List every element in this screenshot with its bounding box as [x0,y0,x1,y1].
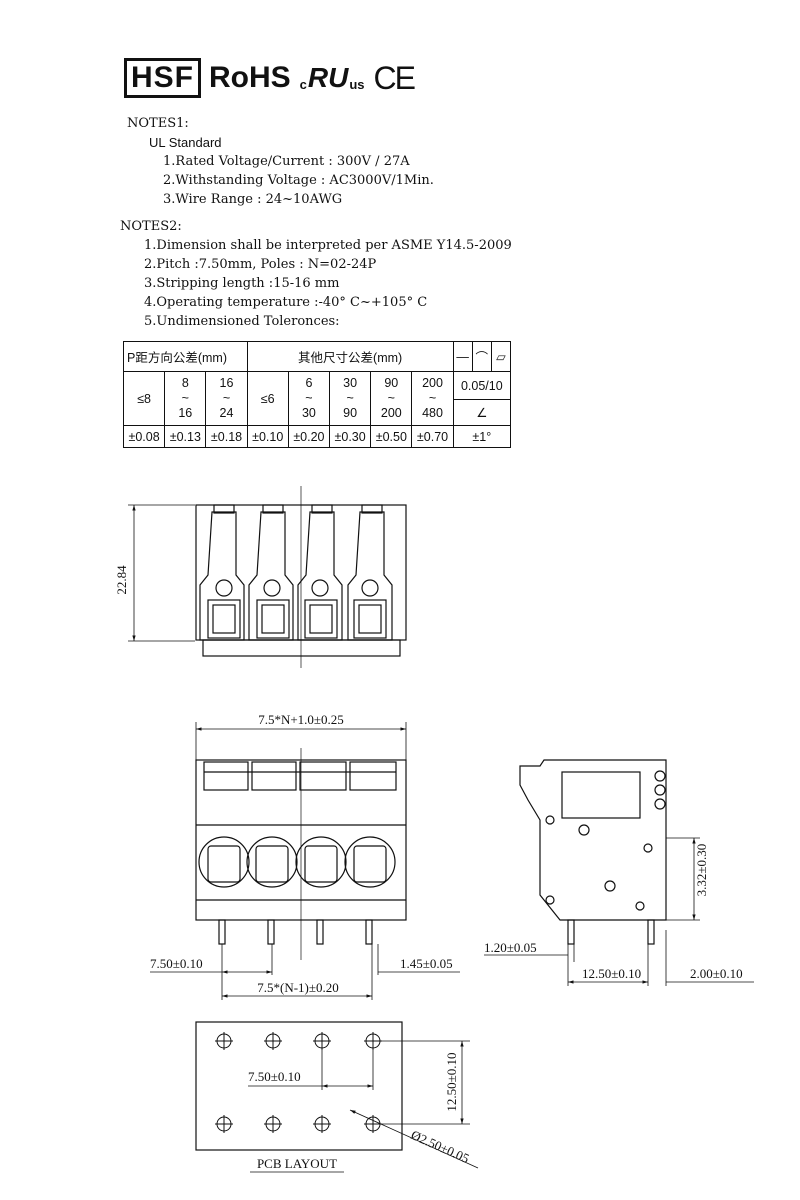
table-header-p: P距方向公差(mm) [123,341,248,372]
pcb-layout [195,1021,479,1173]
notes1-item: 2.Withstanding Voltage : AC3000V/1Min. [163,173,434,188]
tolerance-value: ±0.30 [329,425,372,448]
dim-pin-offset: 1.45±0.05 [400,956,453,971]
dim-height: 22.84 [114,565,129,595]
front-view [150,722,460,1000]
dim-pcb-hole: Ø2.50±0.05 [409,1127,472,1166]
tolerance-value: ±0.18 [205,425,248,448]
straightness-symbol: — [452,341,473,372]
range-cell: ≤8 [122,371,166,426]
notes2-heading: NOTES2: [120,219,182,234]
notes1-heading: NOTES1: [127,116,189,131]
notes2: NOTES2: 1.Dimension shall be interpreted… [120,217,512,331]
top-view [128,486,407,668]
profile-symbol: ⌒ [471,341,492,372]
notes1-standard: UL Standard [149,135,222,150]
dim-width-total: 7.5*N+1.0±0.25 [258,712,344,727]
rohs-logo: RoHS [209,61,291,94]
range-cell: ≤6 [246,371,289,426]
notes2-item: 1.Dimension shall be interpreted per ASM… [144,238,512,253]
tolerance-value: ±0.50 [370,425,413,448]
notes1-item: 1.Rated Voltage/Current : 300V / 27A [163,154,410,169]
notes2-item: 4.Operating temperature :-40° C~+105° C [144,295,428,310]
range-cell: 30~90 [329,371,372,426]
dim-side-pin: 1.20±0.05 [484,940,537,955]
tolerance-value: ±0.20 [287,425,331,448]
range-cell: 16~24 [205,371,248,426]
dim-pcb-pitch-x: 7.50±0.10 [248,1069,301,1084]
top-view-poles [199,504,393,641]
tolerance-table: P距方向公差(mm) 其他尺寸公差(mm) — ⌒ ▱ ≤8 8~16 16~2… [122,341,512,448]
side-view [484,759,754,986]
ce-logo: CE [373,59,416,96]
notes2-item: 2.Pitch :7.50mm, Poles : N=02-24P [144,257,377,272]
geo-tolerance-value: 0.05/10 [452,371,512,400]
range-cell: 6~30 [287,371,331,426]
notes1-item: 3.Wire Range : 24~10AWG [163,192,343,207]
dim-pitch-total: 7.5*(N-1)±0.20 [257,980,339,995]
table-header-other: 其他尺寸公差(mm) [246,341,454,372]
notes1: NOTES1: UL Standard 1.Rated Voltage/Curr… [127,114,434,209]
tolerance-value: ±0.70 [411,425,454,448]
hsf-logo: HSF [124,58,201,98]
dim-side-offset: 2.00±0.10 [690,966,743,981]
dim-side-height: 3.32±0.30 [694,844,709,897]
dim-pitch-left: 7.50±0.10 [150,956,203,971]
angle-tolerance: ±1° [452,425,512,448]
tolerance-value: ±0.08 [122,425,166,448]
notes2-item: 5.Undimensioned Toleronces: [144,314,340,329]
dim-pcb-pitch-y: 12.50±0.10 [444,1052,459,1111]
pcb-layout-title: PCB LAYOUT [257,1156,337,1171]
tolerance-value: ±0.10 [246,425,289,448]
dim-side-pitch: 12.50±0.10 [582,966,641,981]
notes2-item: 3.Stripping length :15-16 mm [144,276,340,291]
